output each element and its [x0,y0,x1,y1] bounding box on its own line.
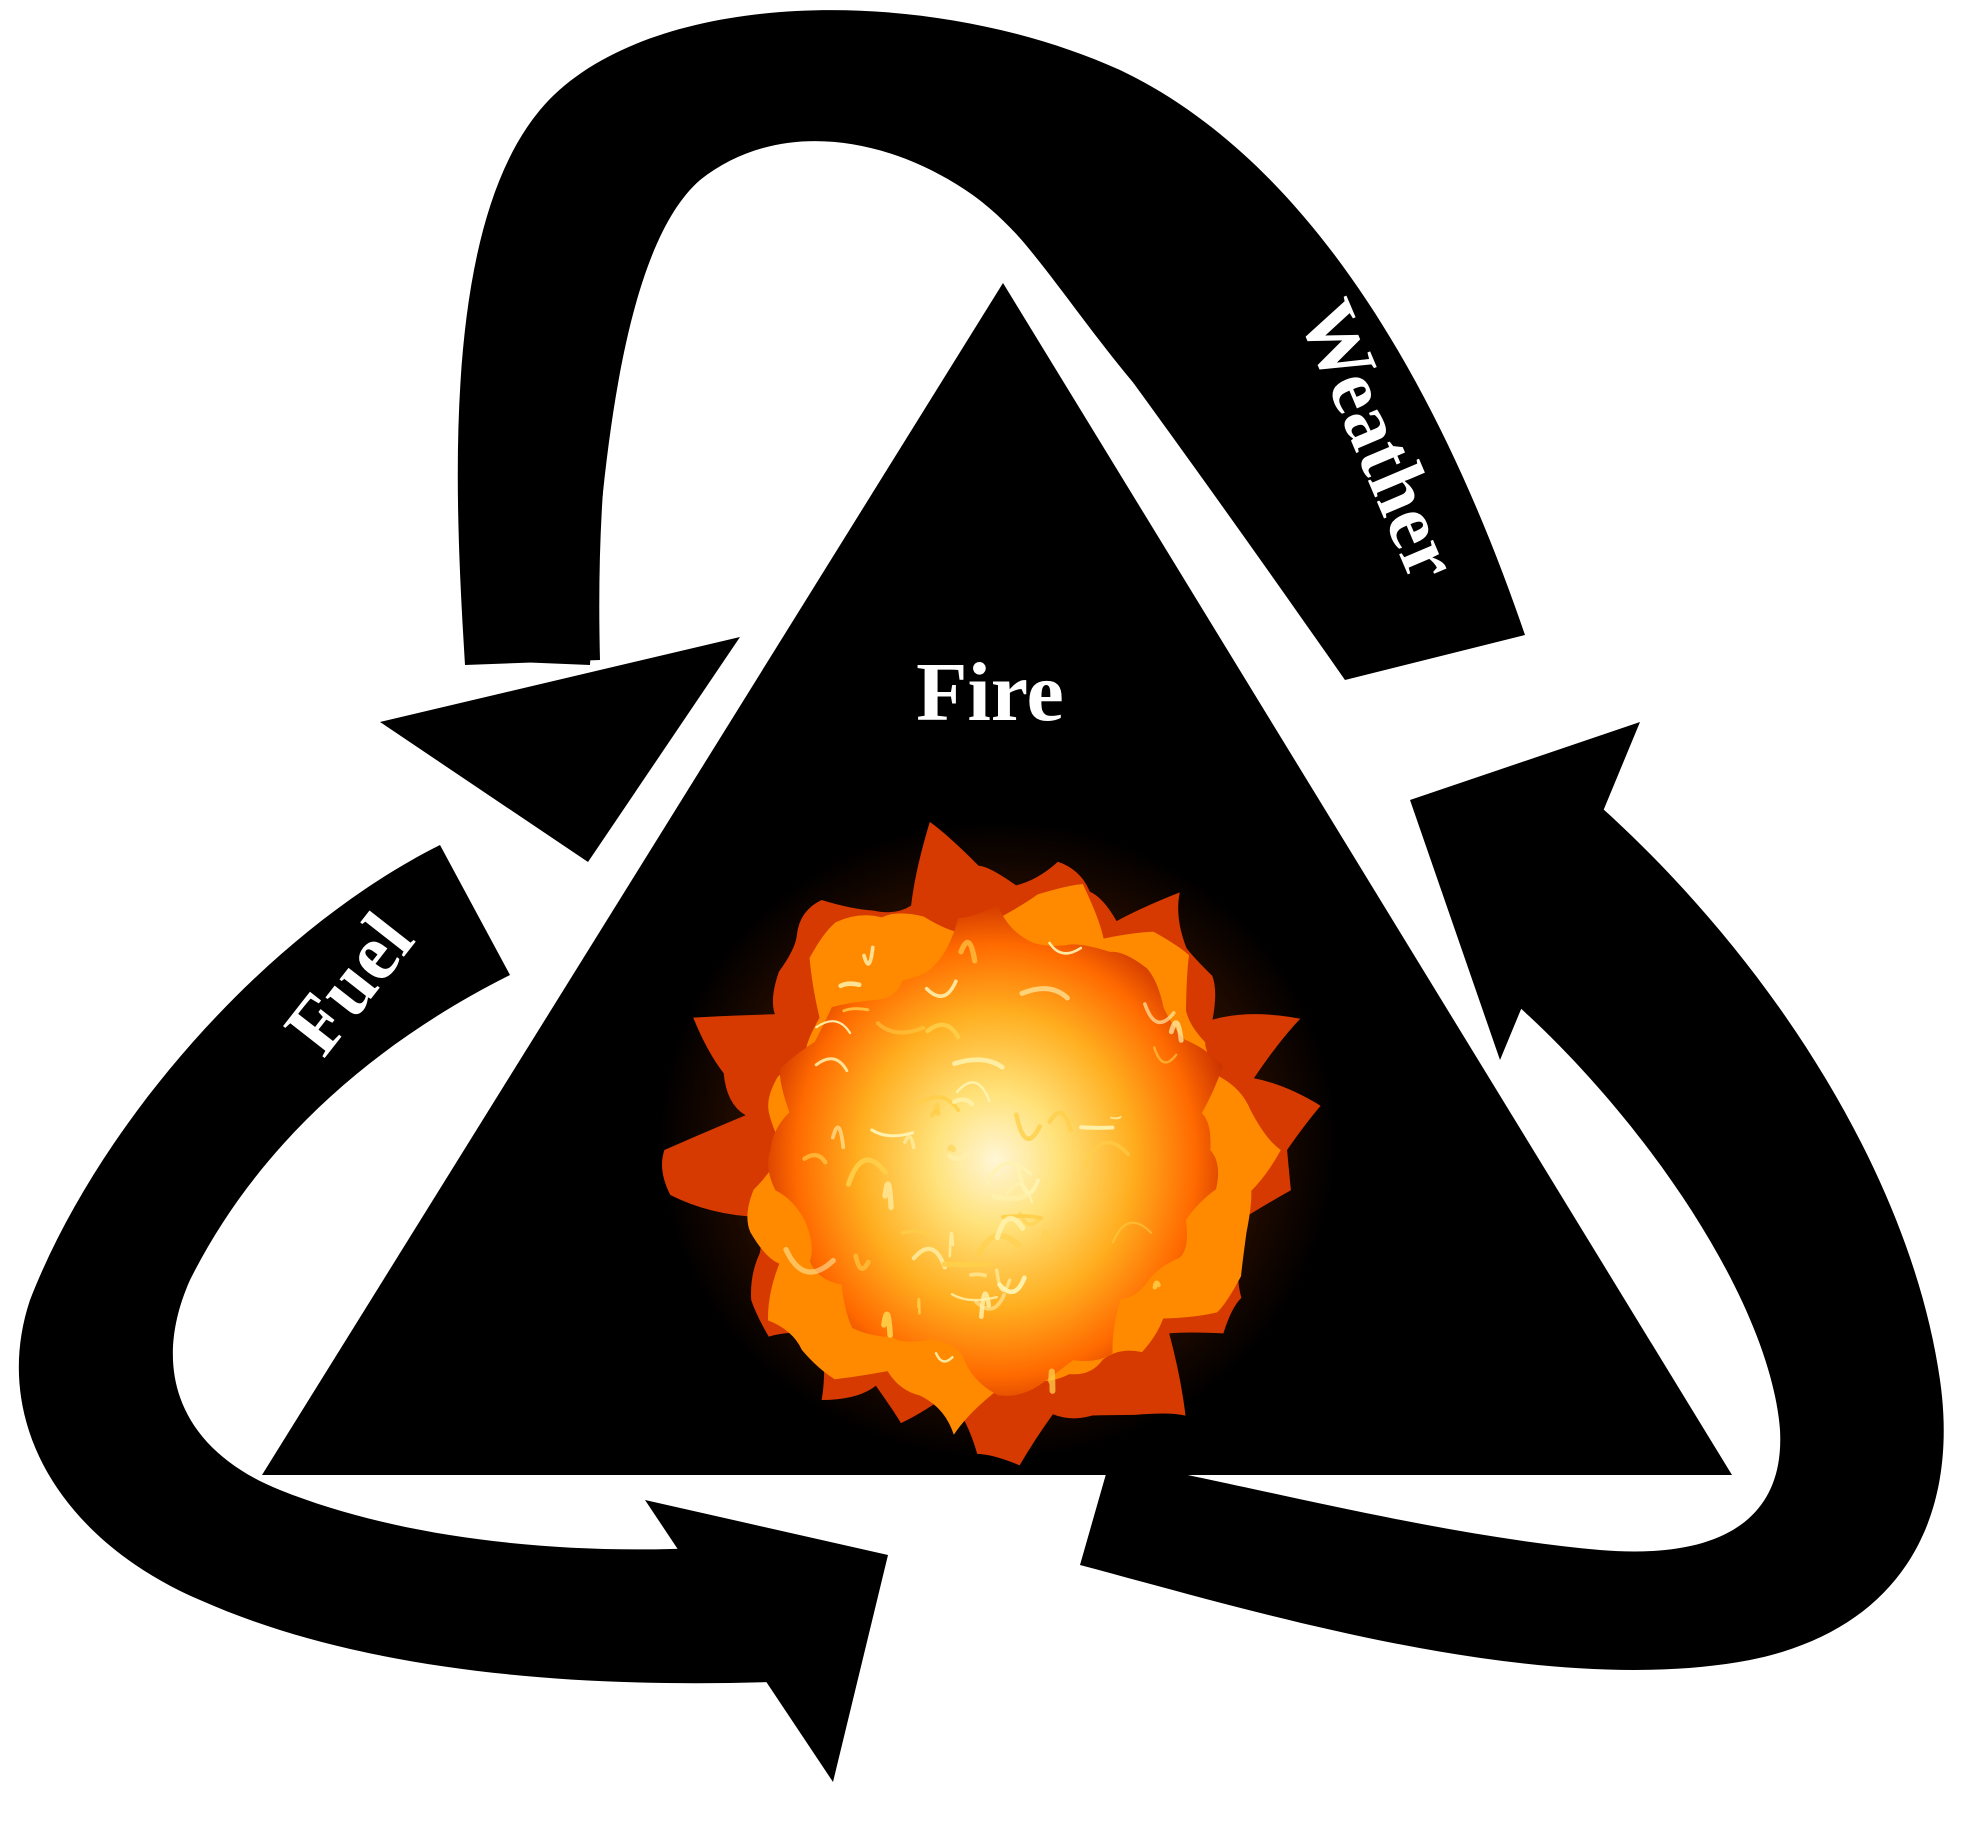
flame-wisp [870,1128,915,1138]
flame-wisp [1001,1214,1043,1221]
flame-wisp [1018,1211,1042,1227]
flame-wisp [901,1229,930,1237]
flame-wisp [948,1231,955,1258]
flame-wisp [1048,1368,1056,1394]
flame-wisp [853,1253,871,1271]
flame-wisp [838,981,862,989]
flame-wisp [947,1151,970,1162]
flame-wisp [947,1144,957,1153]
topography-arrowhead [1410,722,1640,1060]
topography-arrow [1080,722,1944,1670]
flame-wisp [955,1081,991,1103]
flame-wisp [974,1292,1007,1311]
flame-wisp [958,939,978,964]
flame-wisp [991,1191,1031,1202]
flame-wisp [951,1097,975,1107]
flame-wisp [882,1181,894,1211]
flame-wisp [1048,941,1083,955]
weather-arrow-body [457,10,1525,680]
flame-wisp [1152,1280,1161,1290]
fire-icon [658,820,1338,1466]
flame-wisp [862,945,875,966]
flame-wisp [903,1134,916,1150]
center-label-fire: Fire [916,646,1064,739]
flame-wisp [1111,1221,1153,1244]
flame-wisp [952,1057,1005,1070]
weather-arrowhead [380,637,740,862]
weather-arrow [380,10,1525,862]
flame-wisp [783,1246,836,1275]
flame-wisp [1083,1140,1131,1168]
flame-wisp [802,1152,828,1165]
flame-wisp [1110,1116,1122,1120]
flame-wisp [814,1057,849,1073]
flame-wisp [875,1021,926,1035]
flame-wisp [969,1272,987,1278]
flame-wisp [1153,1046,1178,1064]
flame-wisp [979,1291,992,1320]
fuel-arrow-body [18,845,821,1684]
flame-wisp [916,1095,960,1112]
fuel-arrow [18,845,888,1782]
flame-wisp [1079,1125,1115,1130]
flame-wisp [925,1022,961,1040]
flame-wisp [934,1351,954,1363]
flame-wisp [995,1268,1012,1293]
flame-wisp [1014,1112,1042,1141]
flame-wisp [842,1007,870,1013]
flame-wisps [783,939,1184,1394]
flame-wisp [917,1298,921,1315]
flame-wisp [984,1162,1033,1186]
topography-arrow-body [1080,780,1944,1670]
fuel-arrowhead [645,1500,888,1782]
flame-wisp [1143,1002,1176,1025]
flame-wisp [950,1293,998,1302]
flame-wisp [929,1109,941,1118]
flame-wisp [1168,1020,1184,1043]
flame-wisp [1019,986,1070,1001]
flame-wisp [1040,1229,1051,1252]
flame-wisp [830,1125,846,1150]
flame-wisp [1047,1110,1073,1133]
flame-wisp [924,979,958,998]
flame-wisp [846,1157,888,1187]
flame-wisp [881,1311,893,1338]
flame-wisp [815,1020,852,1035]
flame-wisp [994,1216,1026,1241]
